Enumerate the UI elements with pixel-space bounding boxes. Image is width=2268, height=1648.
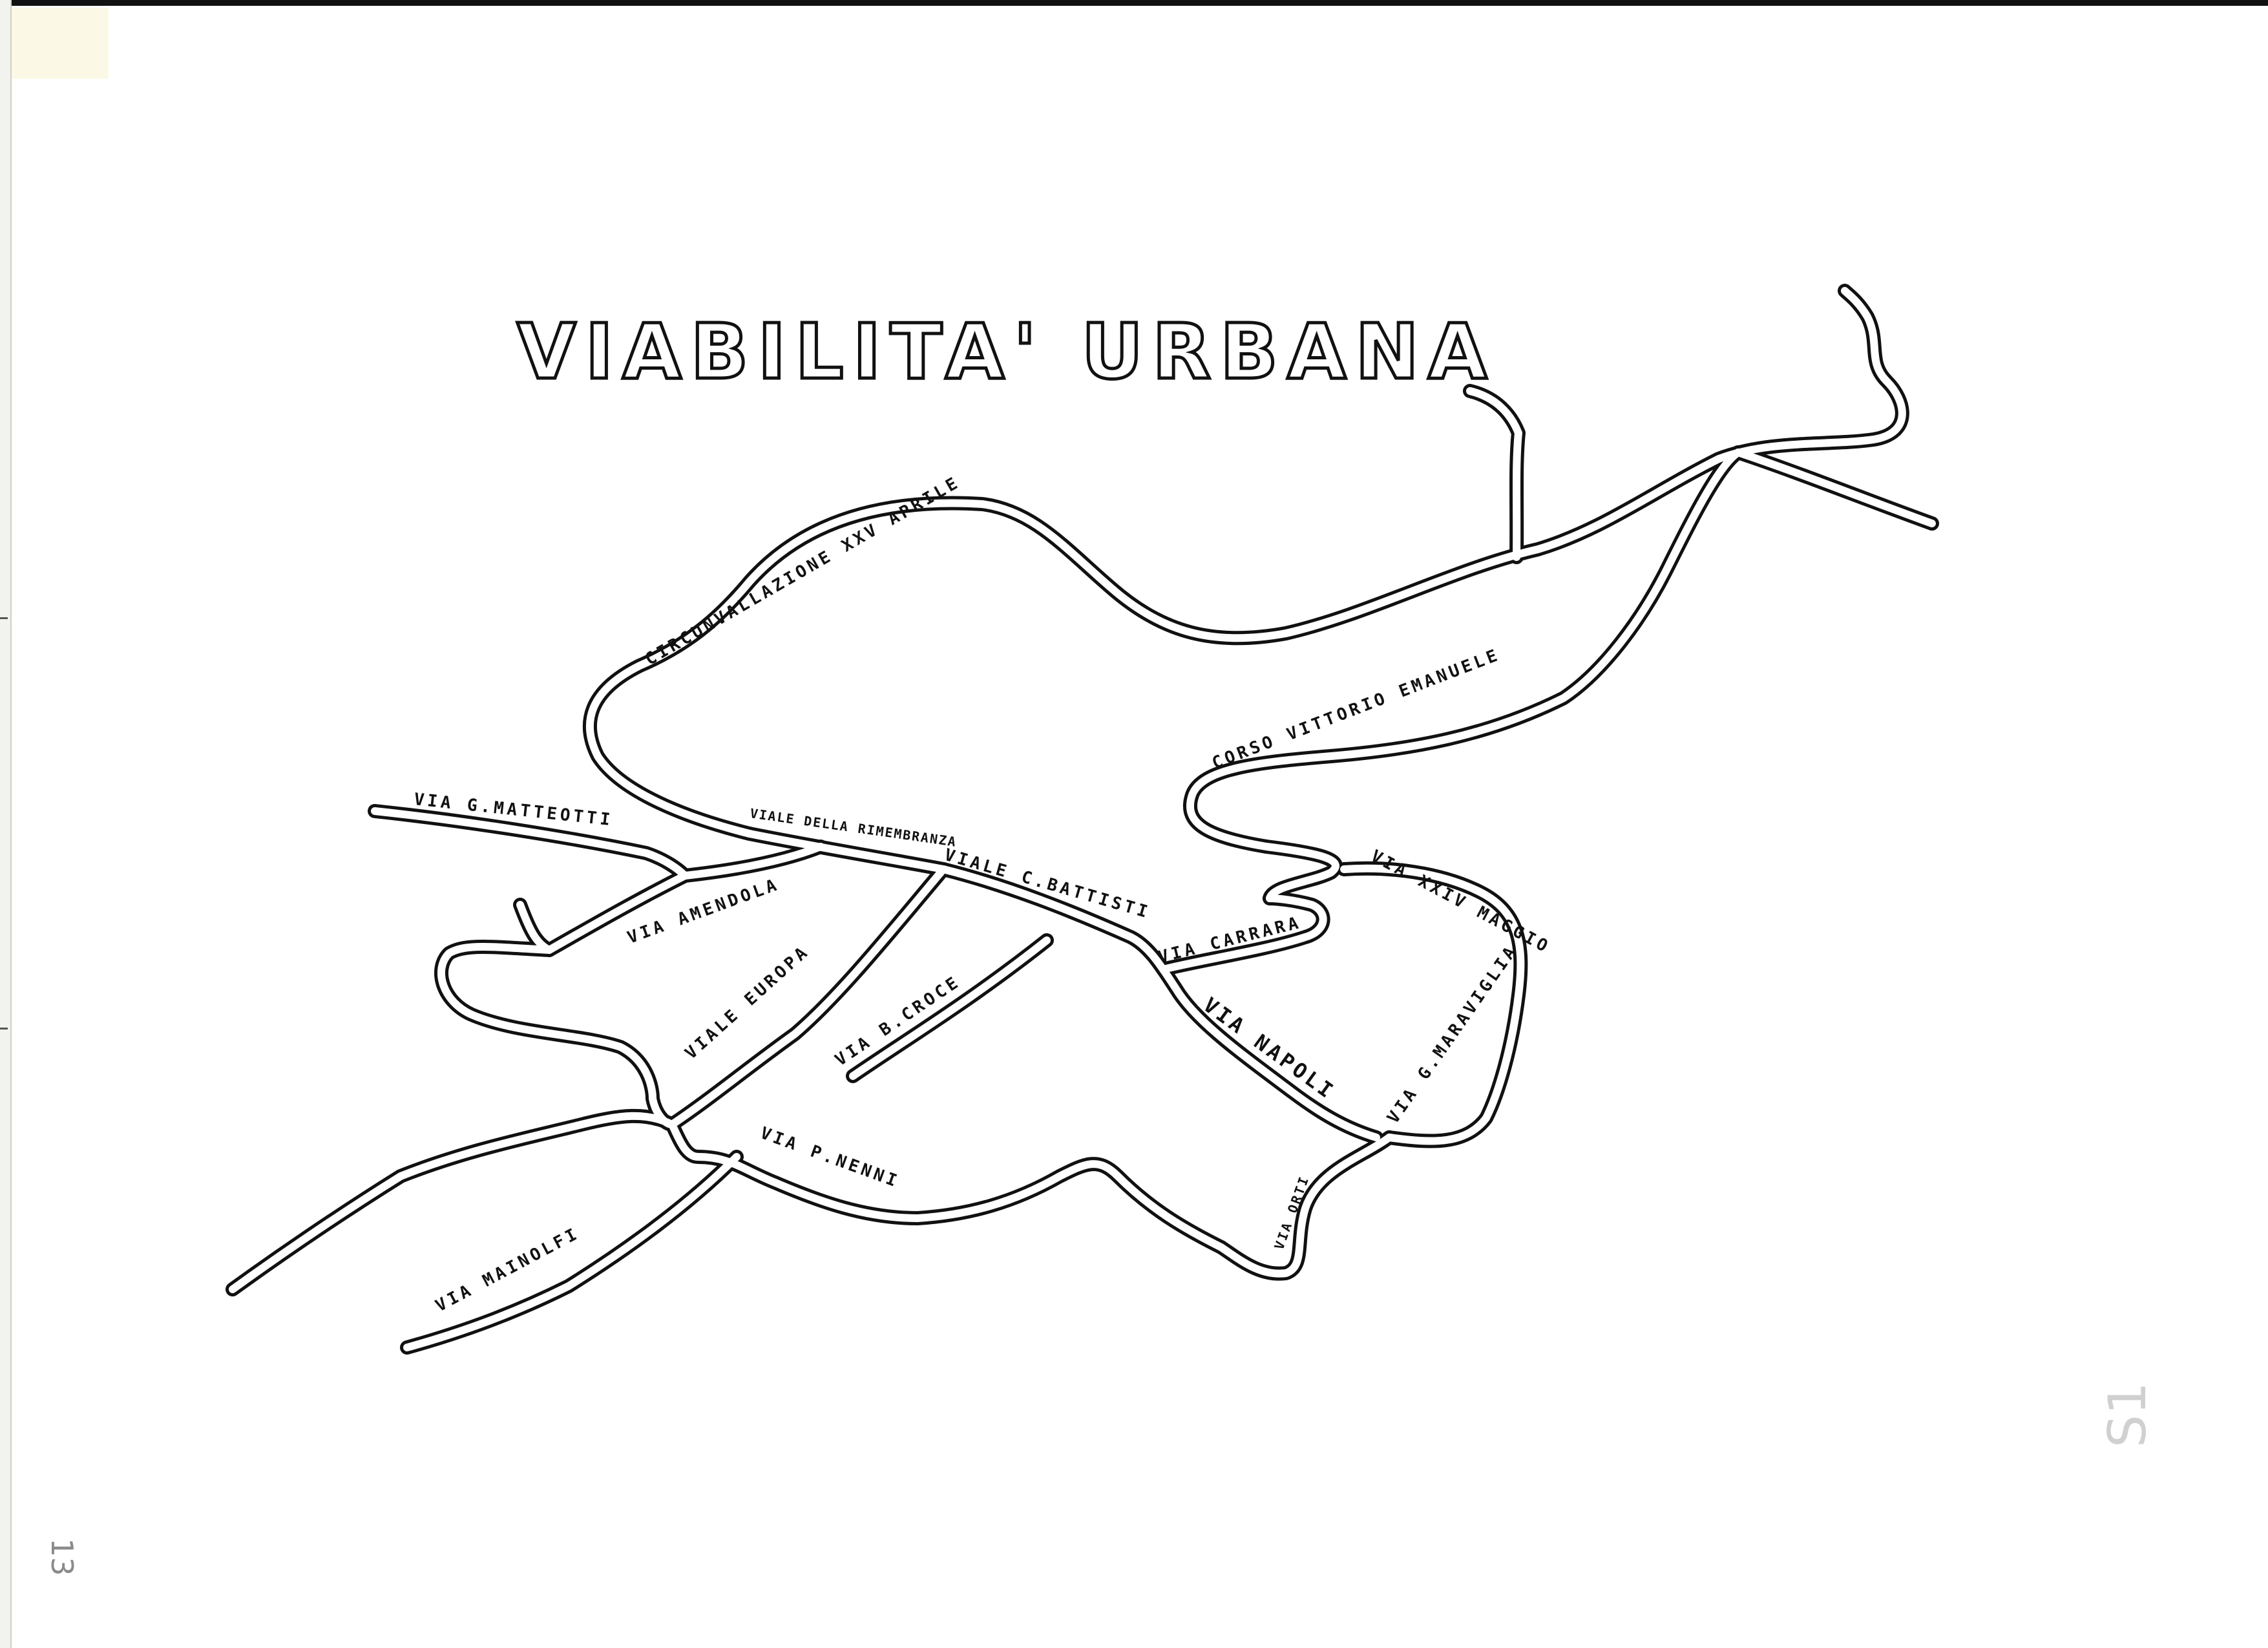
road-outlines: [226, 284, 1939, 1355]
road-nenni: [665, 1117, 1228, 1254]
paper-stain: [12, 8, 109, 79]
label-amendola: VIA AMENDOLA: [625, 875, 782, 948]
margin-mark: S1: [2097, 1382, 2158, 1448]
label-circonvallazione: CIRCUNVALLAZIONE XXV APRILE: [642, 472, 964, 670]
map-title: VIABILITA' URBANA: [517, 307, 1496, 396]
road-mainolfi: [400, 1150, 744, 1355]
label-napoli: VIA NAPOLI: [1199, 993, 1340, 1104]
road-fills: [229, 287, 1936, 1351]
label-xxiv-maggio: VIA XXIV MAGGIO: [1368, 847, 1554, 958]
page-number: 13: [45, 1538, 79, 1576]
scan-left-edge: [0, 0, 12, 1648]
label-mainolfi: VIA MAINOLFI: [432, 1223, 583, 1316]
label-europa: VIALE EUROPA: [682, 942, 814, 1063]
scan-top-edge: [0, 0, 2268, 6]
